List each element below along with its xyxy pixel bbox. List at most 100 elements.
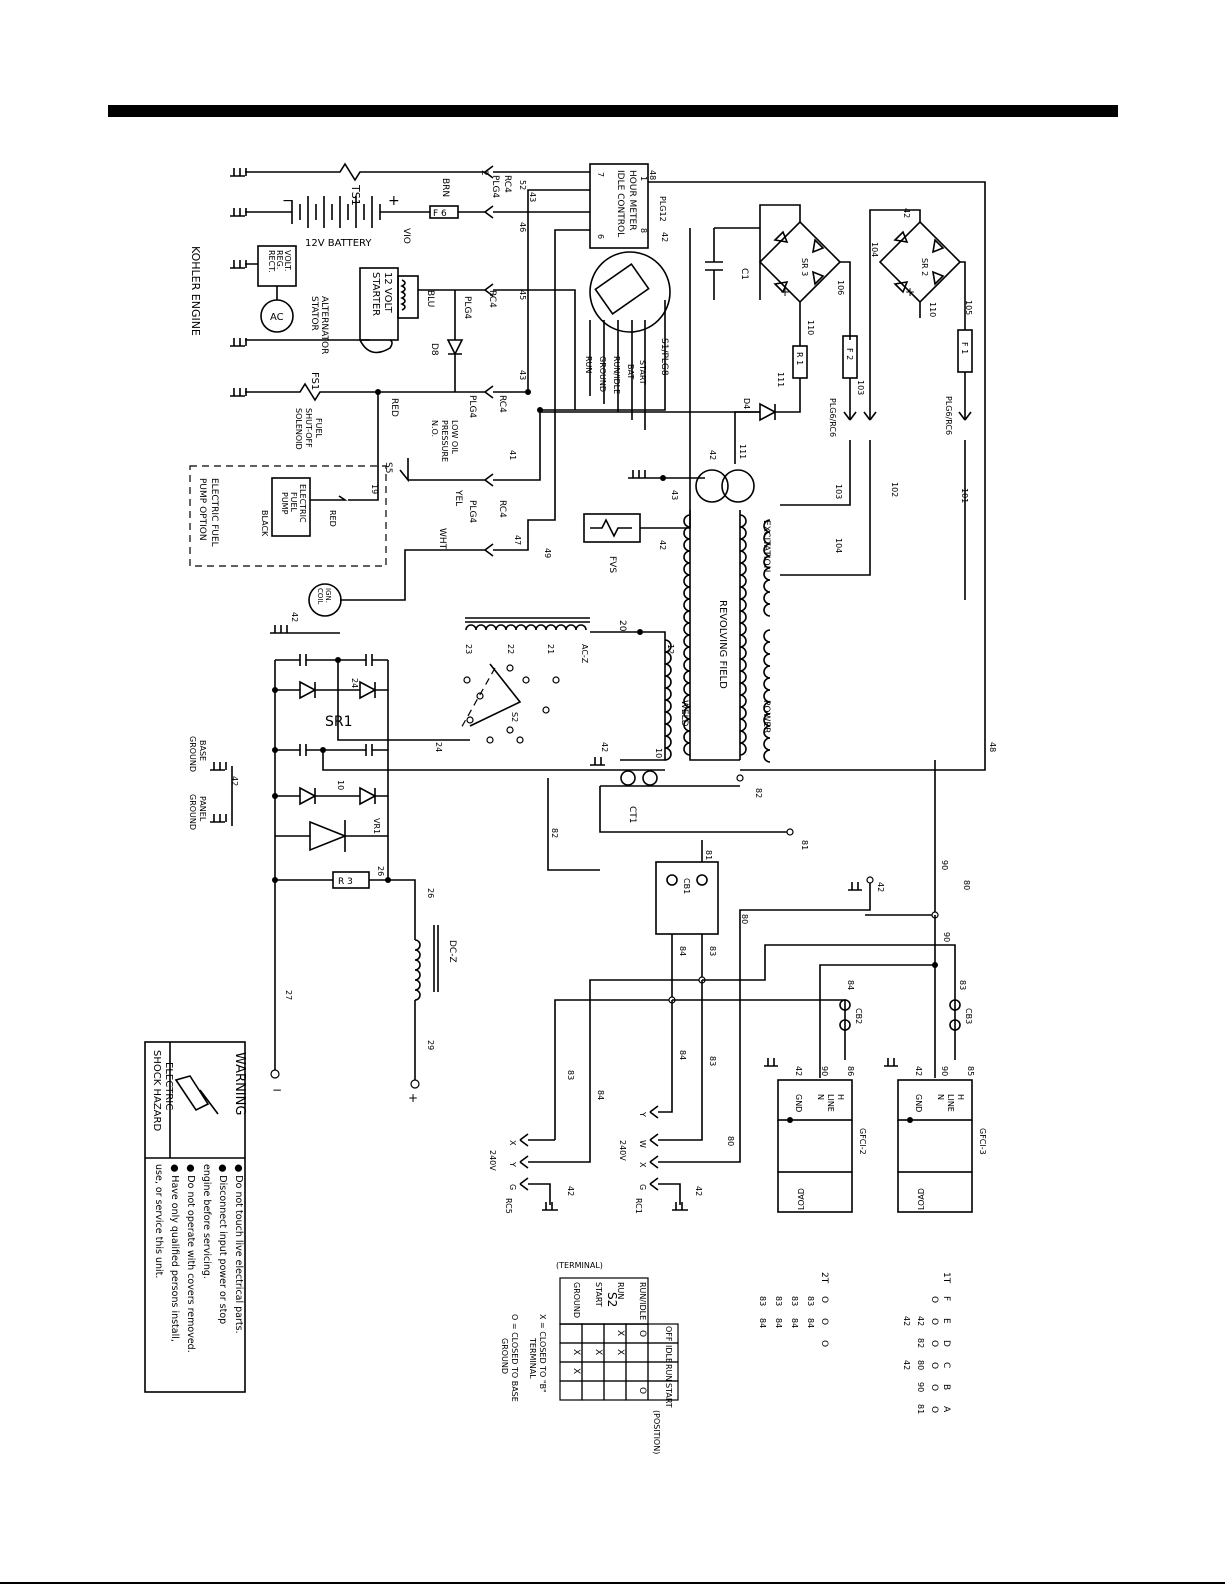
cb1-wires xyxy=(555,840,702,1140)
w43-fvs: 43 xyxy=(670,490,679,500)
warning-line: ● Do not operate with covers removed. xyxy=(185,1164,196,1353)
fs1-wire xyxy=(245,384,485,400)
node-80 xyxy=(867,877,873,883)
low-oil-1: LOW OIL xyxy=(450,420,459,455)
cb2-label: CB2 xyxy=(854,1008,863,1024)
sw-runidle: RUN/IDLE xyxy=(612,356,621,394)
terminal-wire: 80 xyxy=(916,1360,925,1370)
s2-cell xyxy=(560,1381,582,1400)
w42-g: 42 xyxy=(876,882,885,892)
excitation-label: EXCITATION xyxy=(761,520,771,572)
s1-switch[interactable] xyxy=(590,252,670,332)
pin-2: 2 xyxy=(479,170,489,176)
w12: 12 xyxy=(666,644,675,654)
d8-label: D8 xyxy=(429,343,439,356)
header-rule xyxy=(108,105,1118,117)
low-oil-2: PRESSURE xyxy=(440,420,449,462)
warning-title: WARNING xyxy=(232,1052,247,1115)
plg4-c: PLG4 xyxy=(467,395,477,418)
ct1-ring-a xyxy=(621,771,635,785)
s2-mark: X xyxy=(615,1330,625,1336)
w104b: 104 xyxy=(834,538,843,553)
w20: 20 xyxy=(617,620,627,632)
w22: 22 xyxy=(506,644,515,654)
breaker-cb1[interactable] xyxy=(656,862,718,934)
dc-plus-terminal[interactable] xyxy=(411,1080,419,1088)
terminal-post: O xyxy=(819,1340,829,1347)
terminal-post: O xyxy=(929,1296,939,1303)
fuel-sol-3: SOLENOID xyxy=(294,408,303,450)
s2-rotary-switch[interactable] xyxy=(460,664,559,743)
warning-sub-2: SHOCK HAZARD xyxy=(151,1050,162,1131)
s2-mark: O xyxy=(637,1387,647,1394)
terminal-post: O xyxy=(929,1362,939,1369)
w45-label: 45 xyxy=(518,290,527,300)
base-ground-1: BASE xyxy=(198,740,207,761)
pump-1: ELECTRIC xyxy=(298,484,307,523)
hour-meter-2: IDLE CONTROL xyxy=(615,170,625,237)
rc5-g: G xyxy=(508,1184,517,1190)
rc4-d: RC4 xyxy=(497,500,507,518)
s2-cell xyxy=(582,1324,604,1343)
s2-switch-label: S2 xyxy=(510,712,519,722)
s1-switch-key[interactable] xyxy=(595,264,648,314)
battery-label: 12V BATTERY xyxy=(305,238,372,249)
engine-label: KOHLER ENGINE xyxy=(189,246,202,336)
terminal-wire: 83 xyxy=(806,1296,815,1306)
junction-43 xyxy=(525,389,531,395)
fs1-label: FS1 xyxy=(309,372,320,390)
s2-legend-o: O = CLOSED TO BASE xyxy=(510,1314,519,1402)
r3-label: R 3 xyxy=(338,877,353,887)
volt-reg-3: RECT. xyxy=(267,250,276,273)
ac-z-reactor xyxy=(466,625,586,630)
terminal-wire: 42 xyxy=(916,1316,925,1326)
starter-2: STARTER xyxy=(370,272,381,316)
fuel-sol-1: FUEL xyxy=(314,418,323,439)
wire-80-90 xyxy=(740,760,935,1140)
terminal-post: O xyxy=(929,1406,939,1413)
terminal-col: A xyxy=(941,1406,951,1413)
w103: 103 xyxy=(856,380,865,395)
rc1-240v: 240V xyxy=(618,1140,627,1161)
s2-position: OFF xyxy=(664,1326,673,1342)
w46-label: 46 xyxy=(518,222,527,232)
w104: 104 xyxy=(870,242,879,257)
sr2-wires xyxy=(870,210,965,420)
gfci-node xyxy=(932,962,938,968)
rc5-x: X xyxy=(508,1140,517,1146)
sr1-label: SR1 xyxy=(325,714,353,730)
gfci2-label: GFCI-2 xyxy=(858,1128,867,1155)
excitation-feed xyxy=(780,440,965,600)
w23: 23 xyxy=(464,644,473,654)
w42-rc5: 42 xyxy=(566,1186,575,1196)
cb1-label: CB1 xyxy=(682,878,691,894)
revolving-field-coil xyxy=(684,515,746,755)
low-oil-3: N.O. xyxy=(430,420,439,437)
ct1-ring-b xyxy=(643,771,657,785)
gfci3-gnd: GND xyxy=(914,1094,923,1112)
s2-position: START xyxy=(664,1383,673,1408)
pump-option-2: PUMP OPTION xyxy=(197,478,207,541)
r1-label: R 1 xyxy=(795,352,804,365)
s2-mark: X xyxy=(615,1349,625,1355)
hm-pin-8: 8 xyxy=(639,228,648,233)
terminal-tables: 1TFOEO4242DO82CO8042BO90AO812T8384838483… xyxy=(758,1272,951,1414)
s2-cell xyxy=(582,1381,604,1400)
gfci2-n: N xyxy=(816,1094,825,1100)
gfci2-gnd-node xyxy=(787,1117,793,1123)
pump-2: FUEL xyxy=(289,492,298,513)
pump-3: PUMP xyxy=(280,492,289,515)
gfci2-ground-sym xyxy=(764,1058,778,1066)
w26b: 26 xyxy=(426,888,435,898)
w90-gfci2: 90 xyxy=(820,1066,829,1076)
sr2-plus: + xyxy=(905,285,915,299)
fuel-sol-2: SHUT-OFF xyxy=(304,408,313,448)
w83: 83 xyxy=(708,946,717,956)
capacitor-c1 xyxy=(705,228,760,300)
dc-minus-terminal[interactable] xyxy=(271,1070,279,1078)
warning-text-lines: ● Do not touch live electrical parts.● D… xyxy=(153,1164,244,1353)
ground-42-main xyxy=(628,470,705,478)
gfci3-gnd-node xyxy=(907,1117,913,1123)
warning-line: engine before servicing. xyxy=(201,1164,212,1279)
s2-terminal-label: (TERMINAL) xyxy=(556,1261,603,1270)
